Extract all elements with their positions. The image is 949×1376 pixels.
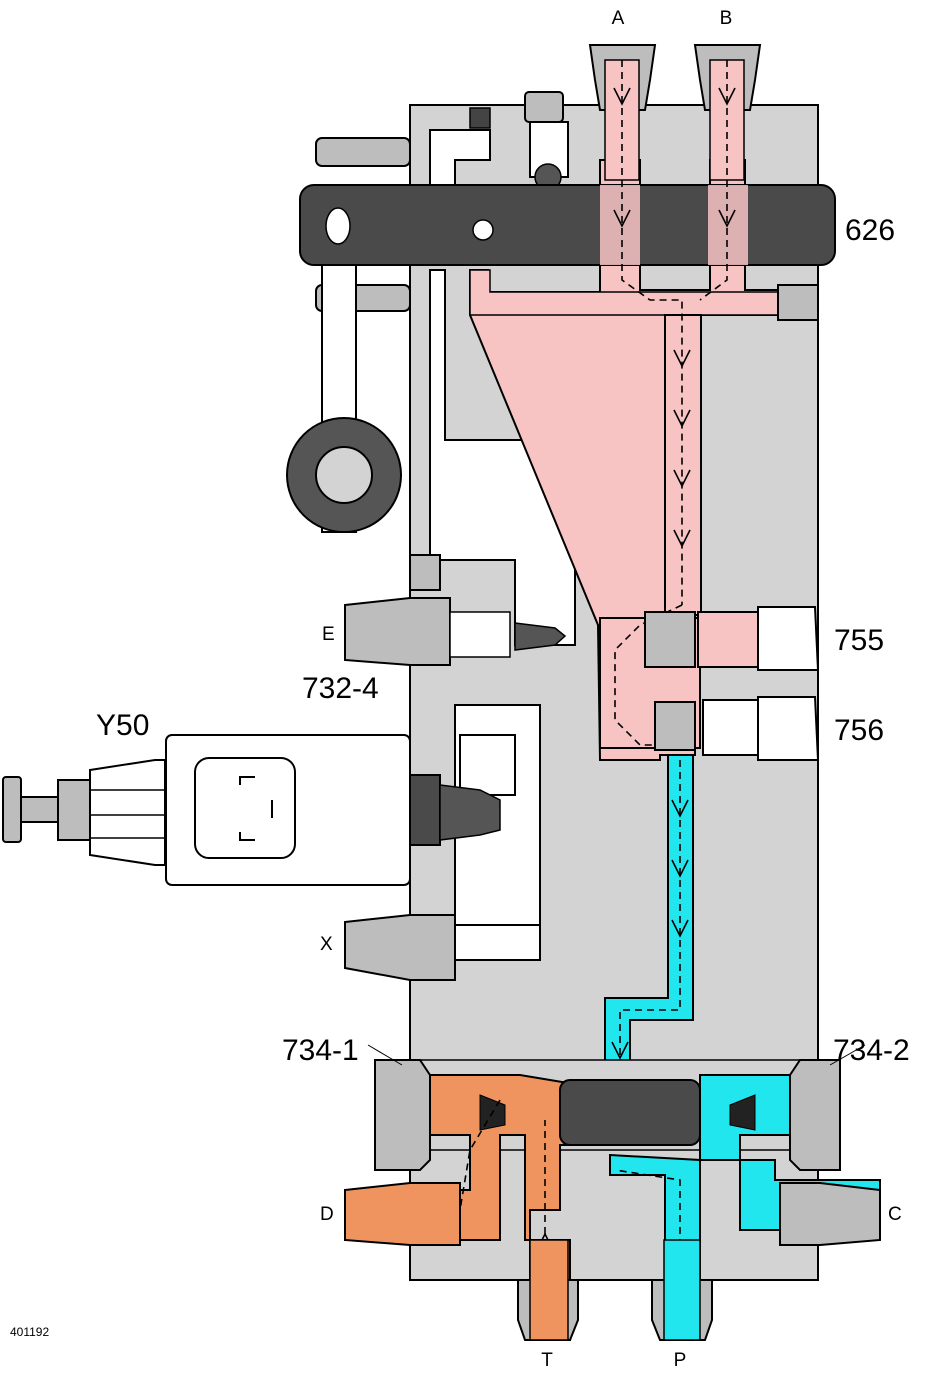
label-734-2: 734-2 [833,1034,910,1067]
label-port-d: D [320,1204,334,1225]
label-port-e: E [322,624,335,645]
port-d-fitting [344,1182,461,1246]
label-734-1: 734-1 [282,1034,359,1067]
spool-626 [299,184,836,321]
label-port-t: T [541,1350,553,1371]
port-x-fitting [344,914,540,981]
pressure-channel [469,159,779,761]
label-y50: Y50 [96,709,149,742]
electrical-connector-icon [194,757,296,859]
mounting-bracket [286,137,411,533]
label-756: 756 [834,714,884,747]
label-port-b: B [720,8,733,29]
label-port-x: X [320,934,333,955]
label-732-4: 732-4 [302,672,379,705]
check-valve-732-4 [344,597,567,666]
drawing-number: 401192 [10,1325,49,1339]
port-p-fitting [651,1239,713,1341]
port-t-fitting [517,1239,579,1341]
label-port-a: A [612,8,625,29]
label-port-c: C [888,1204,902,1225]
valve-755 [644,606,820,671]
port-c-fitting [779,1182,881,1246]
leader-734-1 [367,1044,403,1066]
ball-check-valve [469,91,569,191]
solenoid-y50 [2,734,501,886]
label-755: 755 [834,624,884,657]
label-port-p: P [674,1350,687,1371]
label-626: 626 [845,214,895,247]
leader-734-2 [829,1044,866,1066]
valve-756 [654,696,820,761]
